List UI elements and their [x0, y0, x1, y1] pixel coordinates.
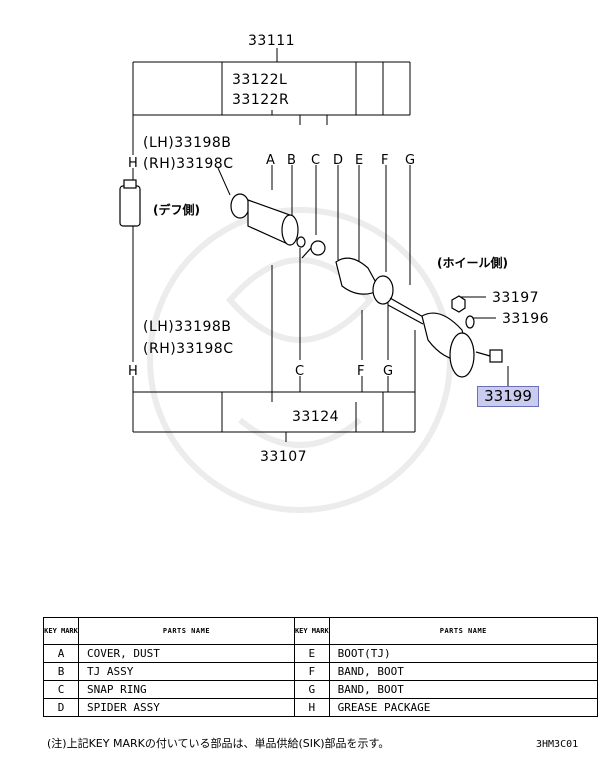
- nut-icon: [451, 295, 466, 313]
- part-number-33124: 33124: [292, 409, 339, 425]
- dust-cover-icon: [230, 193, 250, 219]
- table-row: D SPIDER ASSY H GREASE PACKAGE: [43, 698, 599, 717]
- parts-diagram: 33111 33122L 33122R (LH)33198B (RH)33198…: [119, 33, 549, 513]
- part-number-33111: 33111: [248, 33, 295, 49]
- key-mark-cell: D: [43, 698, 79, 717]
- parts-name-header-2: PARTS NAME: [328, 617, 599, 645]
- key-mark-cell: B: [43, 662, 79, 681]
- part-number-33122l: 33122L: [232, 72, 287, 88]
- parts-name-cell: SNAP RING: [78, 680, 295, 699]
- part-number-33107: 33107: [260, 449, 307, 465]
- key-mark-cell: F: [293, 662, 330, 681]
- part-number-rh-bottom: (RH)33198C: [143, 341, 234, 357]
- parts-name-cell: BAND, BOOT: [328, 662, 599, 681]
- diff-side-label: (デフ側): [153, 202, 200, 217]
- key-letter-g: G: [405, 153, 415, 168]
- key-letter-a: A: [266, 153, 275, 168]
- parts-name-cell: BOOT(TJ): [328, 644, 599, 663]
- washer-icon: [465, 315, 475, 329]
- grease-package-icon: [119, 185, 141, 227]
- key-letter-g-bottom: G: [383, 364, 393, 379]
- key-letter-c-bottom: C: [295, 364, 304, 379]
- key-mark-cell: G: [293, 680, 330, 699]
- table-row: A COVER, DUST E BOOT(TJ): [43, 644, 599, 663]
- key-mark-cell: H: [293, 698, 330, 717]
- key-mark-header: KEY MARK: [43, 617, 79, 645]
- table-header-row: KEY MARK PARTS NAME KEY MARK PARTS NAME: [43, 617, 599, 645]
- key-mark-header-2: KEY MARK: [293, 617, 330, 645]
- part-number-33197: 33197: [492, 290, 539, 306]
- table-row: C SNAP RING G BAND, BOOT: [43, 680, 599, 699]
- flange-icon: [449, 332, 475, 378]
- grease-cap-icon: [123, 179, 137, 189]
- figure-code: 3HM3C01: [536, 739, 579, 750]
- key-mark-note: (注)上記KEY MARKの付いている部品は、単品供給(SIK)部品を示す。: [47, 737, 390, 750]
- key-letter-f-bottom: F: [357, 364, 364, 379]
- part-number-33122r: 33122R: [232, 92, 289, 108]
- parts-name-cell: COVER, DUST: [78, 644, 295, 663]
- key-mark-cell: C: [43, 680, 79, 699]
- part-number-lh-bottom: (LH)33198B: [143, 319, 231, 335]
- part-number-33199-link[interactable]: 33199: [484, 387, 532, 405]
- parts-name-cell: GREASE PACKAGE: [328, 698, 599, 717]
- key-letter-h: H: [128, 156, 138, 171]
- parts-name-cell: SPIDER ASSY: [78, 698, 295, 717]
- drive-shaft-drawing: [119, 179, 503, 378]
- key-letter-b: B: [287, 153, 296, 168]
- leader-lines: [132, 48, 509, 442]
- parts-name-cell: TJ ASSY: [78, 662, 295, 681]
- key-letter-f: F: [381, 153, 388, 168]
- snap-ring-icon: [296, 236, 306, 248]
- bolt-head-icon: [489, 349, 503, 363]
- key-letter-d: D: [333, 153, 343, 168]
- key-letter-c: C: [311, 153, 320, 168]
- wheel-side-label: (ホイール側): [437, 255, 508, 270]
- key-mark-cell: A: [43, 644, 79, 663]
- key-mark-cell: E: [293, 644, 330, 663]
- key-letter-e: E: [355, 153, 363, 168]
- highlight-box-33199: [477, 386, 539, 407]
- key-letter-h-bottom: H: [128, 364, 138, 379]
- band-boot-icon: [372, 275, 394, 305]
- spider-icon: [310, 240, 326, 256]
- part-number-rh-top: (RH)33198C: [143, 156, 234, 172]
- part-number-lh-top: (LH)33198B: [143, 135, 231, 151]
- parts-name-header: PARTS NAME: [78, 617, 295, 645]
- part-number-33196: 33196: [502, 311, 549, 327]
- key-mark-table: KEY MARK PARTS NAME KEY MARK PARTS NAME …: [43, 617, 599, 717]
- parts-name-cell: BAND, BOOT: [328, 680, 599, 699]
- table-row: B TJ ASSY F BAND, BOOT: [43, 662, 599, 681]
